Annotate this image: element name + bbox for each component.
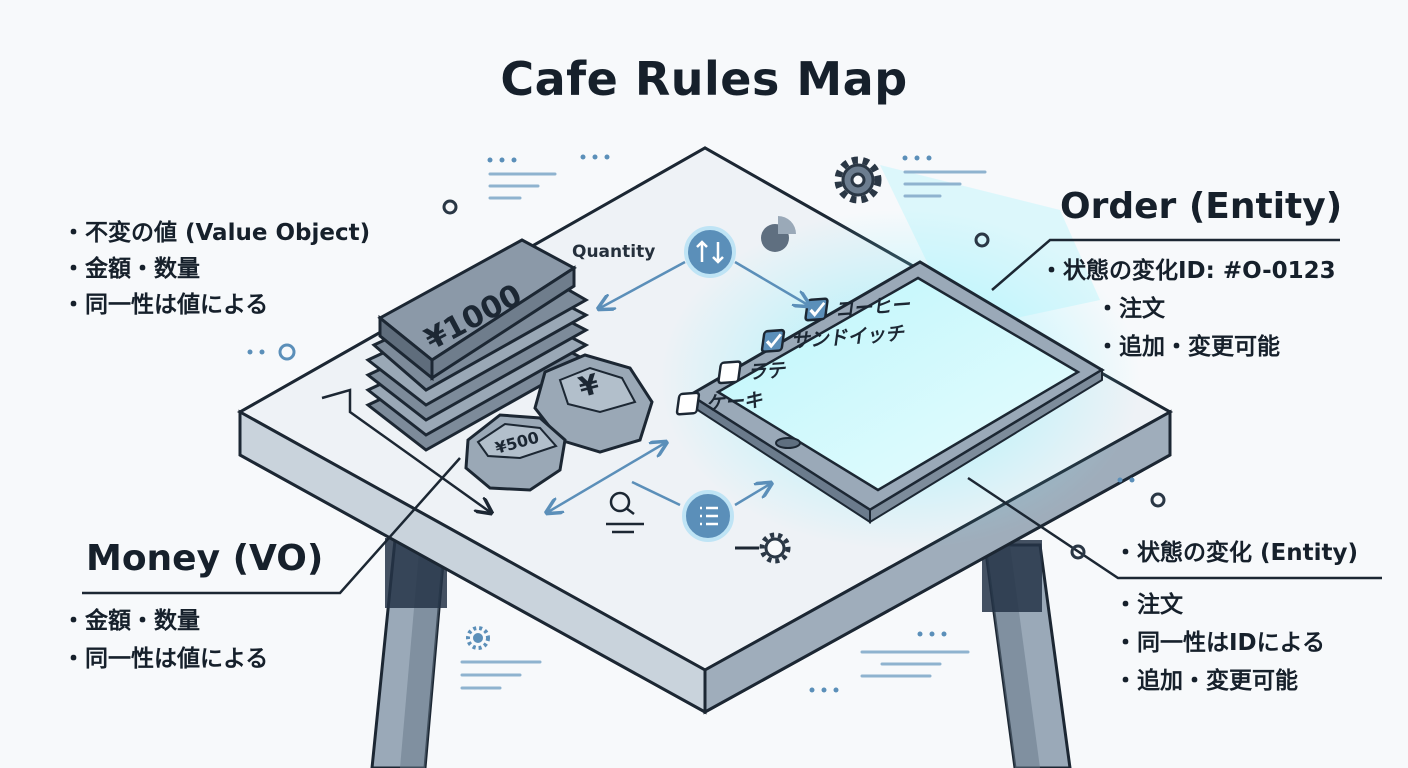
order-item: 状態の変化ID: #O-0123: [1040, 258, 1336, 286]
arrow-magnifier-list: [631, 480, 681, 507]
menu-item-cake[interactable]: ケーキ: [675, 388, 766, 418]
arrow-list-tablet: [734, 484, 770, 507]
quantity-label: Quantity: [572, 242, 655, 262]
coin-small: ¥500: [464, 413, 567, 492]
arrow-money-quantity: [600, 260, 686, 308]
menu-item-label: コーヒー: [835, 293, 913, 322]
order-heading: Order (Entity): [1060, 186, 1343, 227]
menu-item-label: ラテ: [747, 358, 788, 384]
magnifier-icon: [606, 491, 644, 534]
menu-item-label: ケーキ: [706, 388, 766, 415]
order-item: 追加・変更可能: [1096, 334, 1280, 362]
money-item: 同一性は値による: [62, 646, 268, 674]
note-item: 金額・数量: [62, 256, 200, 284]
arrow-quantity-order: [734, 260, 808, 305]
gear-icon: [834, 156, 882, 204]
swap-arrows-icon: [696, 240, 724, 264]
state-change-item: 状態の変化 (Entity): [1114, 540, 1358, 568]
pointer-order: [991, 238, 1340, 291]
page-title: Cafe Rules Map: [500, 52, 908, 106]
banknote-stack: ¥1000: [365, 238, 590, 452]
pie-chart-icon: [761, 216, 796, 252]
state-change-item: 追加・変更可能: [1114, 668, 1298, 696]
note-item: 同一性は値による: [62, 292, 268, 320]
money-heading: Money (VO): [86, 538, 324, 579]
pointer-lines: [82, 238, 1382, 595]
decorative-lines: [460, 170, 987, 690]
pointer-money: [82, 457, 461, 595]
checkbox-checked[interactable]: [804, 297, 829, 322]
table-legs: [370, 538, 1072, 768]
flow-arrows: [548, 260, 808, 512]
arrow-coin-list: [548, 443, 665, 512]
list-icon: [700, 506, 718, 526]
check-icon: [809, 302, 826, 317]
gear-icon: [735, 532, 791, 564]
menu-item-coffee[interactable]: コーヒー: [804, 292, 913, 323]
decorations: [247, 154, 1166, 693]
order-tablet: [687, 260, 1105, 524]
checkbox-unchecked[interactable]: [675, 391, 701, 416]
money-item: 金額・数量: [62, 608, 200, 636]
list-node: [682, 490, 734, 542]
check-icon: [765, 333, 782, 349]
checkbox-unchecked[interactable]: [717, 360, 742, 385]
glow-beam: [880, 165, 1100, 330]
pointer-state-change: [967, 476, 1382, 580]
state-change-item: 注文: [1114, 592, 1183, 620]
checkbox-checked[interactable]: [760, 328, 786, 353]
order-item: 注文: [1096, 296, 1165, 324]
state-change-item: 同一性はIDによる: [1114, 630, 1325, 658]
quantity-node: [684, 226, 736, 278]
arrow-table-flow: [321, 388, 490, 512]
note-item: 不変の値 (Value Object): [62, 220, 370, 248]
menu-item-latte[interactable]: ラテ: [717, 358, 789, 386]
gear-icon: [466, 626, 490, 650]
